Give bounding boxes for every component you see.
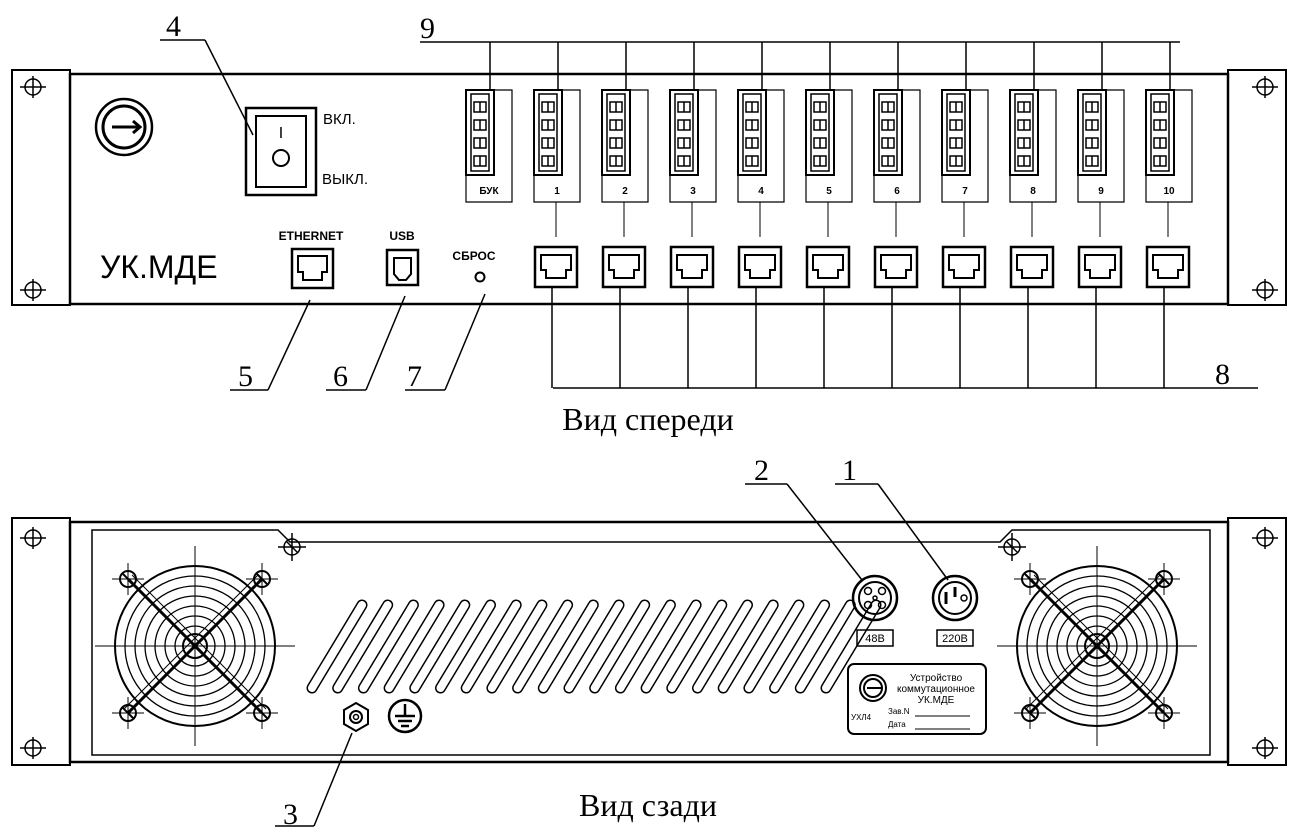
plate-line-3: УК.МДЕ bbox=[918, 695, 955, 706]
terminal-label: 4 bbox=[758, 186, 764, 197]
fan-right bbox=[997, 546, 1197, 746]
rj45-port-2[interactable] bbox=[601, 245, 647, 388]
plate-date: Дата bbox=[888, 720, 906, 729]
callout-3: 3 bbox=[283, 798, 298, 830]
ethernet-label: ETHERNET bbox=[279, 229, 344, 243]
terminal-label: 3 bbox=[690, 186, 696, 197]
switch-on-mark: I bbox=[279, 125, 283, 142]
callout-7: 7 bbox=[407, 360, 422, 393]
plate-line-2: коммутационное bbox=[897, 684, 975, 695]
rear-panel bbox=[68, 520, 1230, 764]
power-switch[interactable] bbox=[244, 106, 318, 197]
callout-4: 4 bbox=[166, 10, 181, 43]
ethernet-port[interactable] bbox=[290, 247, 335, 290]
terminal-block-3[interactable]: 3 bbox=[669, 42, 717, 237]
terminal-block-1[interactable]: 1 bbox=[533, 42, 581, 237]
connector-220v-label: 220В bbox=[942, 633, 968, 645]
callout-5: 5 bbox=[238, 360, 253, 393]
terminal-block-5[interactable]: 5 bbox=[805, 42, 853, 237]
front-ear-hole bbox=[20, 76, 1278, 301]
switch-off-label: ВЫКЛ. bbox=[322, 171, 368, 188]
fan-left bbox=[95, 546, 295, 746]
rj45-port-1[interactable] bbox=[533, 245, 579, 388]
terminal-label: 2 bbox=[622, 186, 628, 197]
rj45-port-6[interactable] bbox=[873, 245, 919, 388]
rear-right-ear bbox=[1227, 517, 1287, 766]
reset-button[interactable] bbox=[474, 271, 486, 283]
terminal-label: 7 bbox=[962, 186, 968, 197]
rear-view: 48В 220В Устройство коммутационное УК.МД… bbox=[11, 454, 1287, 830]
rj45-port-8[interactable] bbox=[1009, 245, 1055, 388]
rear-ear-hole bbox=[20, 527, 1278, 759]
plate-climate: УХЛ4 bbox=[851, 713, 872, 722]
terminal-label: 8 bbox=[1030, 186, 1036, 197]
callout-1: 1 bbox=[842, 454, 857, 487]
model-label: УК.МДЕ bbox=[100, 249, 218, 285]
callout-2: 2 bbox=[754, 454, 769, 487]
terminal-label: 6 bbox=[894, 186, 900, 197]
terminal-label: 9 bbox=[1098, 186, 1104, 197]
front-right-ear bbox=[1227, 69, 1287, 306]
ground-icon bbox=[387, 698, 423, 734]
callout-6: 6 bbox=[333, 360, 348, 393]
usb-label: USB bbox=[389, 229, 415, 243]
plate-line-1: Устройство bbox=[910, 673, 963, 684]
logo-icon bbox=[94, 97, 154, 157]
front-view: I ВКЛ. ВЫКЛ. УК.МДЕ ETHERNET USB СБРОС Б… bbox=[11, 10, 1287, 437]
rj45-ports bbox=[533, 245, 1191, 388]
rear-left-ear bbox=[11, 517, 71, 766]
plate-logo-icon bbox=[859, 674, 887, 702]
front-panel bbox=[68, 72, 1230, 306]
terminal-label: 10 bbox=[1163, 186, 1175, 197]
callout-8: 8 bbox=[1215, 358, 1230, 391]
terminal-block-6[interactable]: 6 bbox=[873, 42, 921, 237]
terminal-label: 5 bbox=[826, 186, 832, 197]
ground-stud[interactable] bbox=[343, 701, 369, 733]
rj45-port-9[interactable] bbox=[1077, 245, 1123, 388]
terminal-label: 1 bbox=[554, 186, 560, 197]
front-caption: Вид спереди bbox=[562, 401, 733, 437]
rj45-port-4[interactable] bbox=[737, 245, 783, 388]
plate-serial: Зав.N bbox=[888, 707, 910, 716]
terminal-block-10[interactable]: 10 bbox=[1145, 42, 1193, 237]
rj45-port-10[interactable] bbox=[1145, 245, 1191, 388]
rj45-port-5[interactable] bbox=[805, 245, 851, 388]
terminal-block-2[interactable]: 2 bbox=[601, 42, 649, 237]
terminal-block-7[interactable]: 7 bbox=[941, 42, 989, 237]
front-left-ear bbox=[11, 69, 71, 306]
reset-label: СБРОС bbox=[452, 249, 495, 263]
terminal-block-buk[interactable]: БУК bbox=[465, 42, 513, 203]
connector-48v-label: 48В bbox=[865, 633, 885, 645]
terminal-label: БУК bbox=[479, 186, 499, 197]
rj45-port-7[interactable] bbox=[941, 245, 987, 388]
switch-on-label: ВКЛ. bbox=[323, 111, 356, 128]
connector-220v[interactable] bbox=[931, 574, 979, 622]
rj45-port-3[interactable] bbox=[669, 245, 715, 388]
usb-port[interactable] bbox=[385, 248, 420, 287]
rear-caption: Вид сзади bbox=[579, 787, 717, 823]
switch-off-mark bbox=[272, 149, 290, 167]
name-plate: Устройство коммутационное УК.МДЕ УХЛ4 За… bbox=[847, 663, 987, 735]
terminal-block-9[interactable]: 9 bbox=[1077, 42, 1125, 237]
terminal-block-4[interactable]: 4 bbox=[737, 42, 785, 237]
ventilation-slots bbox=[306, 599, 882, 694]
top-screw bbox=[278, 533, 1026, 561]
connector-48v[interactable] bbox=[851, 574, 899, 622]
callout-9: 9 bbox=[420, 12, 435, 45]
terminal-block-8[interactable]: 8 bbox=[1009, 42, 1057, 237]
terminal-blocks: БУК 1 2 3 4 5 6 7 8 9 10 bbox=[465, 42, 1193, 237]
